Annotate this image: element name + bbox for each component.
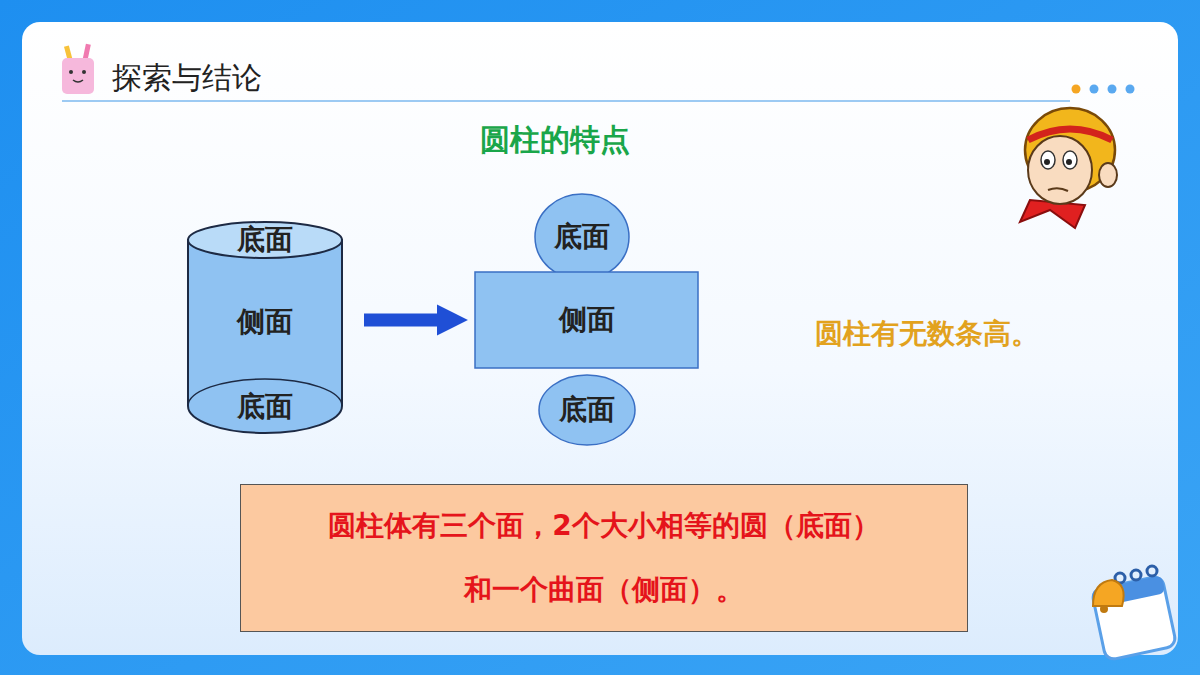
monkey-mascot: [1020, 108, 1117, 228]
header-rule: [62, 100, 1070, 102]
block-arrow: [364, 314, 443, 327]
cylinder-solid: 底面侧面底面: [188, 222, 342, 434]
face-label: 底面: [188, 224, 342, 256]
face-label: 侧面: [475, 304, 698, 336]
conclusion-text: 圆柱体有三个面，2个大小相等的圆（底面） 和一个曲面（侧面）。: [257, 494, 951, 622]
lateral-rectangle: 侧面: [475, 272, 698, 368]
page-title: 探索与结论: [112, 58, 262, 99]
section-heading: 圆柱的特点: [480, 120, 630, 161]
face-label: 侧面: [188, 306, 342, 338]
face-label: 底面: [539, 394, 635, 426]
face-label: 底面: [188, 391, 342, 423]
pencil-cup-icon: [62, 44, 94, 94]
conclusion-box: 圆柱体有三个面，2个大小相等的圆（底面） 和一个曲面（侧面）。: [240, 484, 968, 632]
base-circle: 底面: [535, 194, 629, 280]
content-panel: [22, 22, 1178, 655]
bell-calendar-icon: [1091, 566, 1176, 661]
base-circle: 底面: [539, 375, 635, 445]
face-label: 底面: [535, 221, 629, 253]
header-dots: [1072, 85, 1135, 94]
note-text: 圆柱有无数条高。: [815, 315, 1039, 353]
